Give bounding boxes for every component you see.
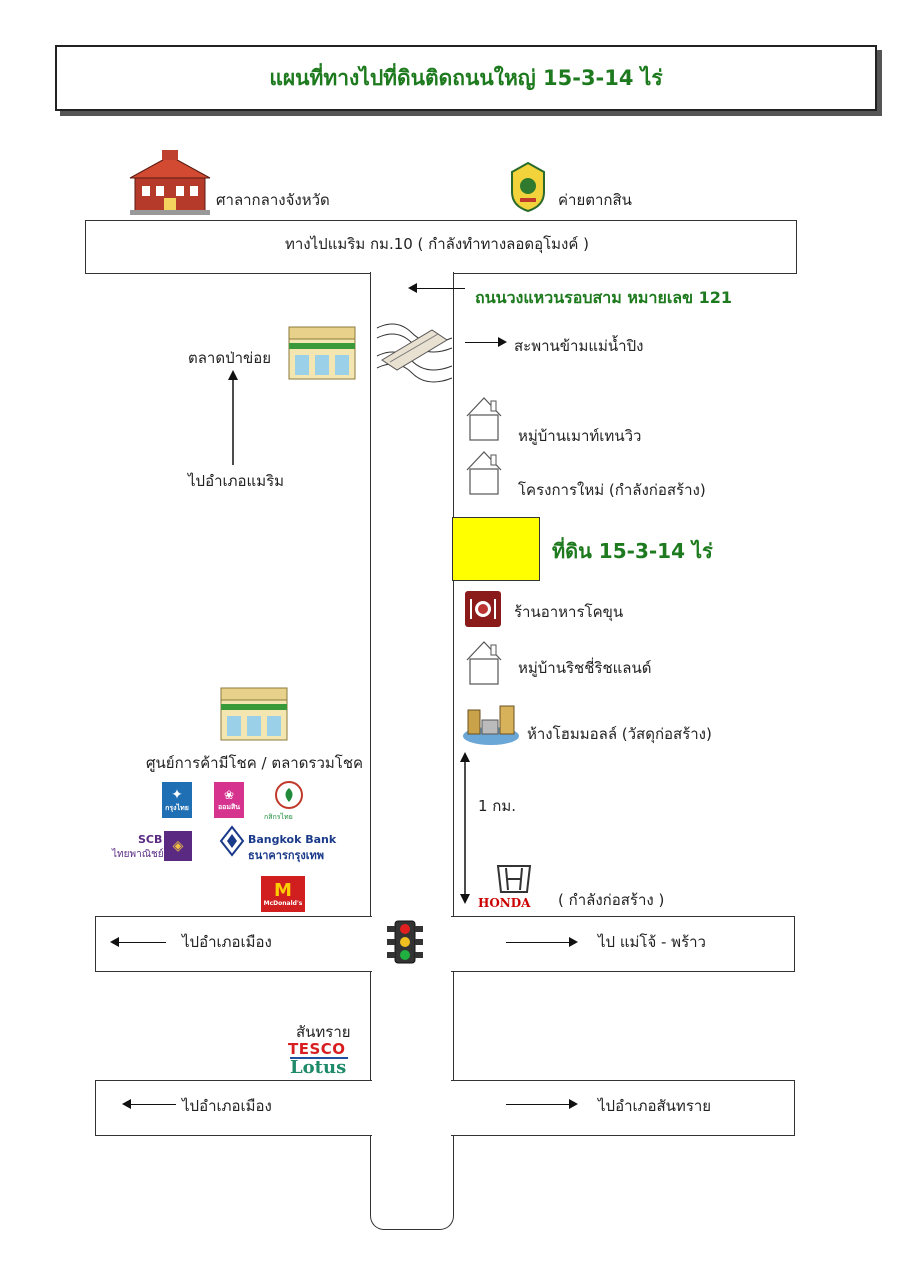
camp-label: ค่ายตากสิน — [558, 191, 632, 209]
gsb-logo-text: ออมสิน — [217, 802, 241, 811]
camp-emblem-icon — [511, 161, 545, 213]
to-maerim-label: ไปอำเภอแมริม — [188, 472, 285, 490]
kbank-logo-text: กสิกรไทย — [264, 813, 293, 821]
bridge-icon — [376, 323, 453, 383]
restaurant-icon — [465, 591, 501, 627]
to-mueang-label-2: ไปอำเภอเมือง — [182, 1097, 272, 1115]
bridge-label: สะพานข้ามแม่น้ำปิง — [514, 337, 644, 355]
market-paakoi-label: ตลาดป่าข่อย — [188, 349, 272, 367]
ktb-logo-text: กรุงไทย — [165, 803, 189, 812]
bridge-arrow — [465, 337, 507, 347]
homemall-icon — [463, 705, 519, 745]
honda-status-label: ( กำลังก่อสร้าง ) — [558, 891, 665, 909]
to-mueang-arrow-1 — [110, 937, 166, 947]
lotus-logo-text: Lotus — [290, 1057, 347, 1078]
road-main-vertical — [370, 272, 454, 1230]
ring-road-label: ถนนวงแหวนรอบสาม หมายเลข 121 — [475, 288, 732, 307]
city-hall-icon — [129, 150, 211, 215]
honda-wing-icon — [496, 865, 532, 893]
scb-emblem-icon: ◈ — [172, 838, 184, 854]
mcd-arches-icon: M — [274, 879, 292, 901]
distance-label: 1 กม. — [478, 797, 517, 815]
homemall-label: ห้างโฮมมอลล์ (วัสดุก่อสร้าง) — [527, 725, 712, 743]
road-top — [85, 220, 797, 274]
honda-logo-text: HONDA — [478, 896, 531, 910]
city-hall-label: ศาลากลางจังหวัด — [216, 191, 330, 209]
house-icon-mountain — [466, 397, 502, 441]
scb-logo-thai: ไทยพาณิชย์ — [112, 849, 164, 860]
distance-arrow — [460, 752, 470, 904]
bbl-emblem-icon — [219, 825, 245, 857]
tesco-underline — [290, 1057, 348, 1059]
junction-top — [371, 268, 451, 276]
mcd-logo: M McDonald's — [261, 876, 305, 912]
to-mueang-arrow-2 — [122, 1099, 176, 1109]
sansai-label: สันทราย — [296, 1023, 351, 1041]
to-maejo-label: ไป แม่โจ้ - พร้าว — [598, 933, 706, 951]
kbank-leaf-icon — [275, 781, 303, 809]
bbl-logo-thai: ธนาคารกรุงเทพ — [248, 849, 325, 862]
scb-logo: ◈ — [164, 831, 192, 861]
tesco-logo-text: TESCO — [288, 1040, 346, 1058]
new-project-label: โครงการใหม่ (กำลังก่อสร้าง) — [518, 481, 706, 499]
to-sansai-label: ไปอำเภอสันทราย — [598, 1097, 712, 1115]
bbl-logo-text: Bangkok Bank — [248, 833, 337, 846]
village-mountain-label: หมู่บ้านเมาท์เทนวิว — [518, 427, 642, 445]
land-label: ที่ดิน 15-3-14 ไร่ — [552, 539, 713, 563]
restaurant-label: ร้านอาหารโคขุน — [514, 603, 624, 621]
top-road-label: ทางไปแมริม กม.10 ( กำลังทำทางลอดอุโมงค์ … — [285, 235, 590, 253]
shopping-center-icon — [220, 687, 288, 741]
map-title: แผนที่ทางไปที่ดินติดถนนใหญ่ 15-3-14 ไร่ — [269, 65, 663, 90]
traffic-light-icon — [387, 920, 423, 964]
to-maejo-arrow — [506, 937, 578, 947]
to-maerim-arrow — [228, 370, 238, 465]
house-icon-rich — [466, 641, 502, 685]
market-icon — [288, 326, 356, 380]
scb-logo-text: SCB — [138, 833, 163, 846]
shopping-center-label: ศูนย์การค้ามีโชค / ตลาดรวมโชค — [146, 754, 364, 772]
junction-bottom — [371, 1078, 451, 1137]
mcd-logo-text: McDonald's — [263, 899, 303, 907]
title-box: แผนที่ทางไปที่ดินติดถนนใหญ่ 15-3-14 ไร่ — [55, 45, 877, 111]
ktb-bird-icon: ✦ — [171, 786, 183, 803]
house-icon-new — [466, 451, 502, 495]
gsb-logo: ❀ ออมสิน — [214, 782, 244, 818]
ring-road-arrow — [408, 283, 465, 293]
to-mueang-label-1: ไปอำเภอเมือง — [182, 933, 272, 951]
village-rich-label: หมู่บ้านริชชี่ริชแลนด์ — [518, 659, 652, 677]
gsb-emblem-icon: ❀ — [223, 787, 235, 802]
land-plot — [452, 517, 540, 581]
to-sansai-arrow — [506, 1099, 578, 1109]
ktb-logo: ✦ กรุงไทย — [162, 782, 192, 818]
